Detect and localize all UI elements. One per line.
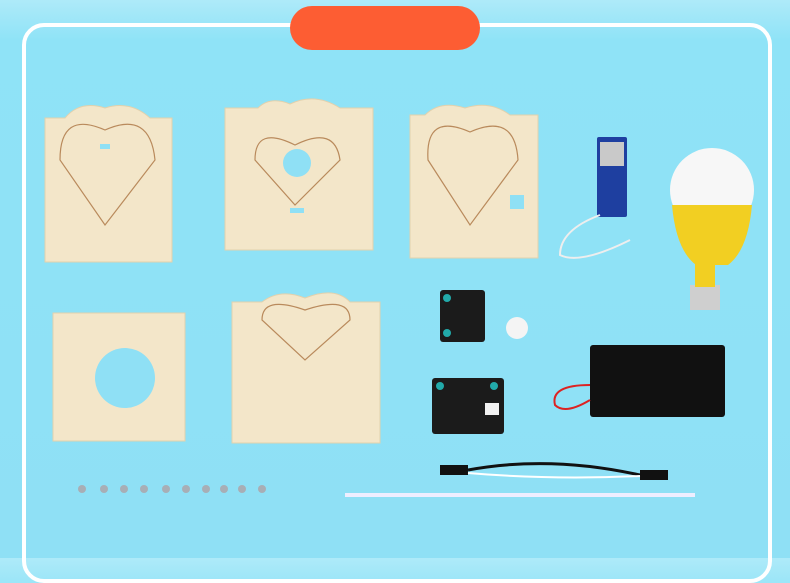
wood-panel-heart-4	[231, 292, 381, 444]
cable-tie	[345, 493, 695, 497]
usb-bulb	[670, 148, 754, 310]
battery-holder	[553, 345, 725, 417]
wood-panel-heart-3	[409, 104, 539, 259]
sensor-board	[440, 290, 528, 342]
control-board	[432, 378, 504, 434]
jumper-cable	[440, 462, 668, 480]
power-module	[558, 137, 631, 259]
screws	[78, 485, 266, 493]
kit-parts-photo	[44, 98, 754, 497]
title-banner	[290, 6, 480, 50]
wood-panel-heart-1	[44, 105, 173, 263]
